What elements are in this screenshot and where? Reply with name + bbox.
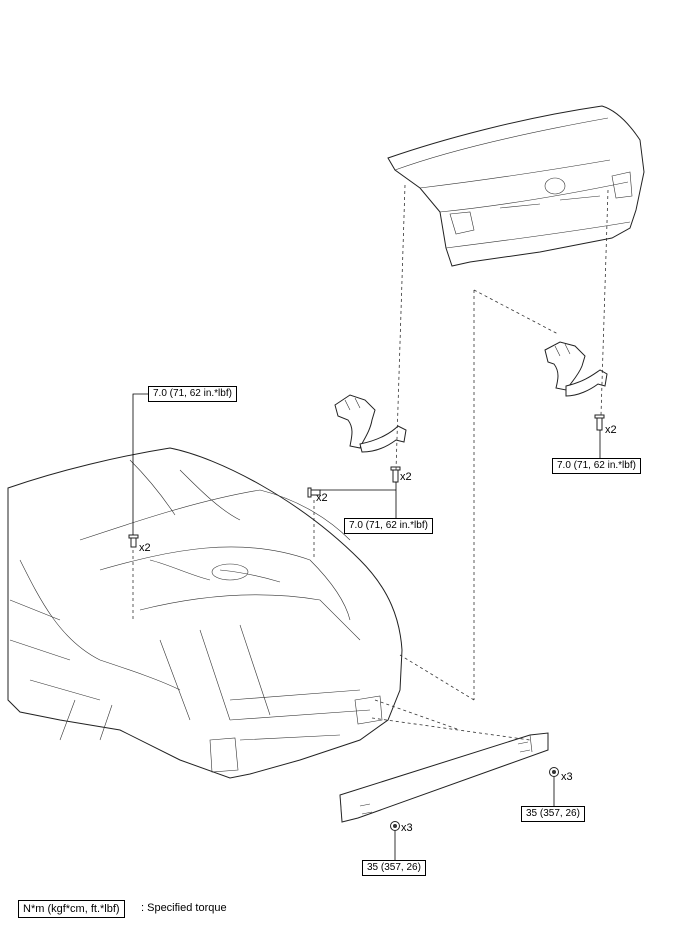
torque-label-upper-left: 7.0 (71, 62 in.*lbf): [148, 386, 237, 402]
fasteners: [128, 414, 605, 831]
legend-description: : Specified torque: [141, 902, 227, 914]
quantity-center-left-bolt: x2: [316, 492, 328, 504]
left-trunk-lid-hinge: [334, 394, 407, 453]
legend-unit-box: N*m (kgf*cm, ft.*lbf): [18, 900, 125, 918]
torque-label-reinforcement-bottom: 35 (357, 26): [362, 860, 426, 876]
quantity-bottom-nut: x3: [401, 822, 413, 834]
quantity-center-right-bolt: x2: [400, 471, 412, 483]
quantity-right-bolt: x2: [605, 424, 617, 436]
vehicle-body-rear: [7, 447, 403, 779]
quantity-right-nut: x3: [561, 771, 573, 783]
assembly-guide-lines: [132, 184, 609, 741]
label-leader-lines: [132, 393, 601, 860]
bolt-right-icon: [596, 417, 603, 431]
bolt-center-right-icon: [392, 469, 399, 483]
torque-label-right: 7.0 (71, 62 in.*lbf): [552, 458, 641, 474]
rear-bumper-reinforcement: [339, 732, 549, 823]
right-trunk-lid-hinge: [544, 341, 608, 397]
torque-label-reinforcement-right: 35 (357, 26): [521, 806, 585, 822]
quantity-upper-left-bolt: x2: [139, 542, 151, 554]
torque-label-center: 7.0 (71, 62 in.*lbf): [344, 518, 433, 534]
trunk-lid: [387, 105, 645, 267]
